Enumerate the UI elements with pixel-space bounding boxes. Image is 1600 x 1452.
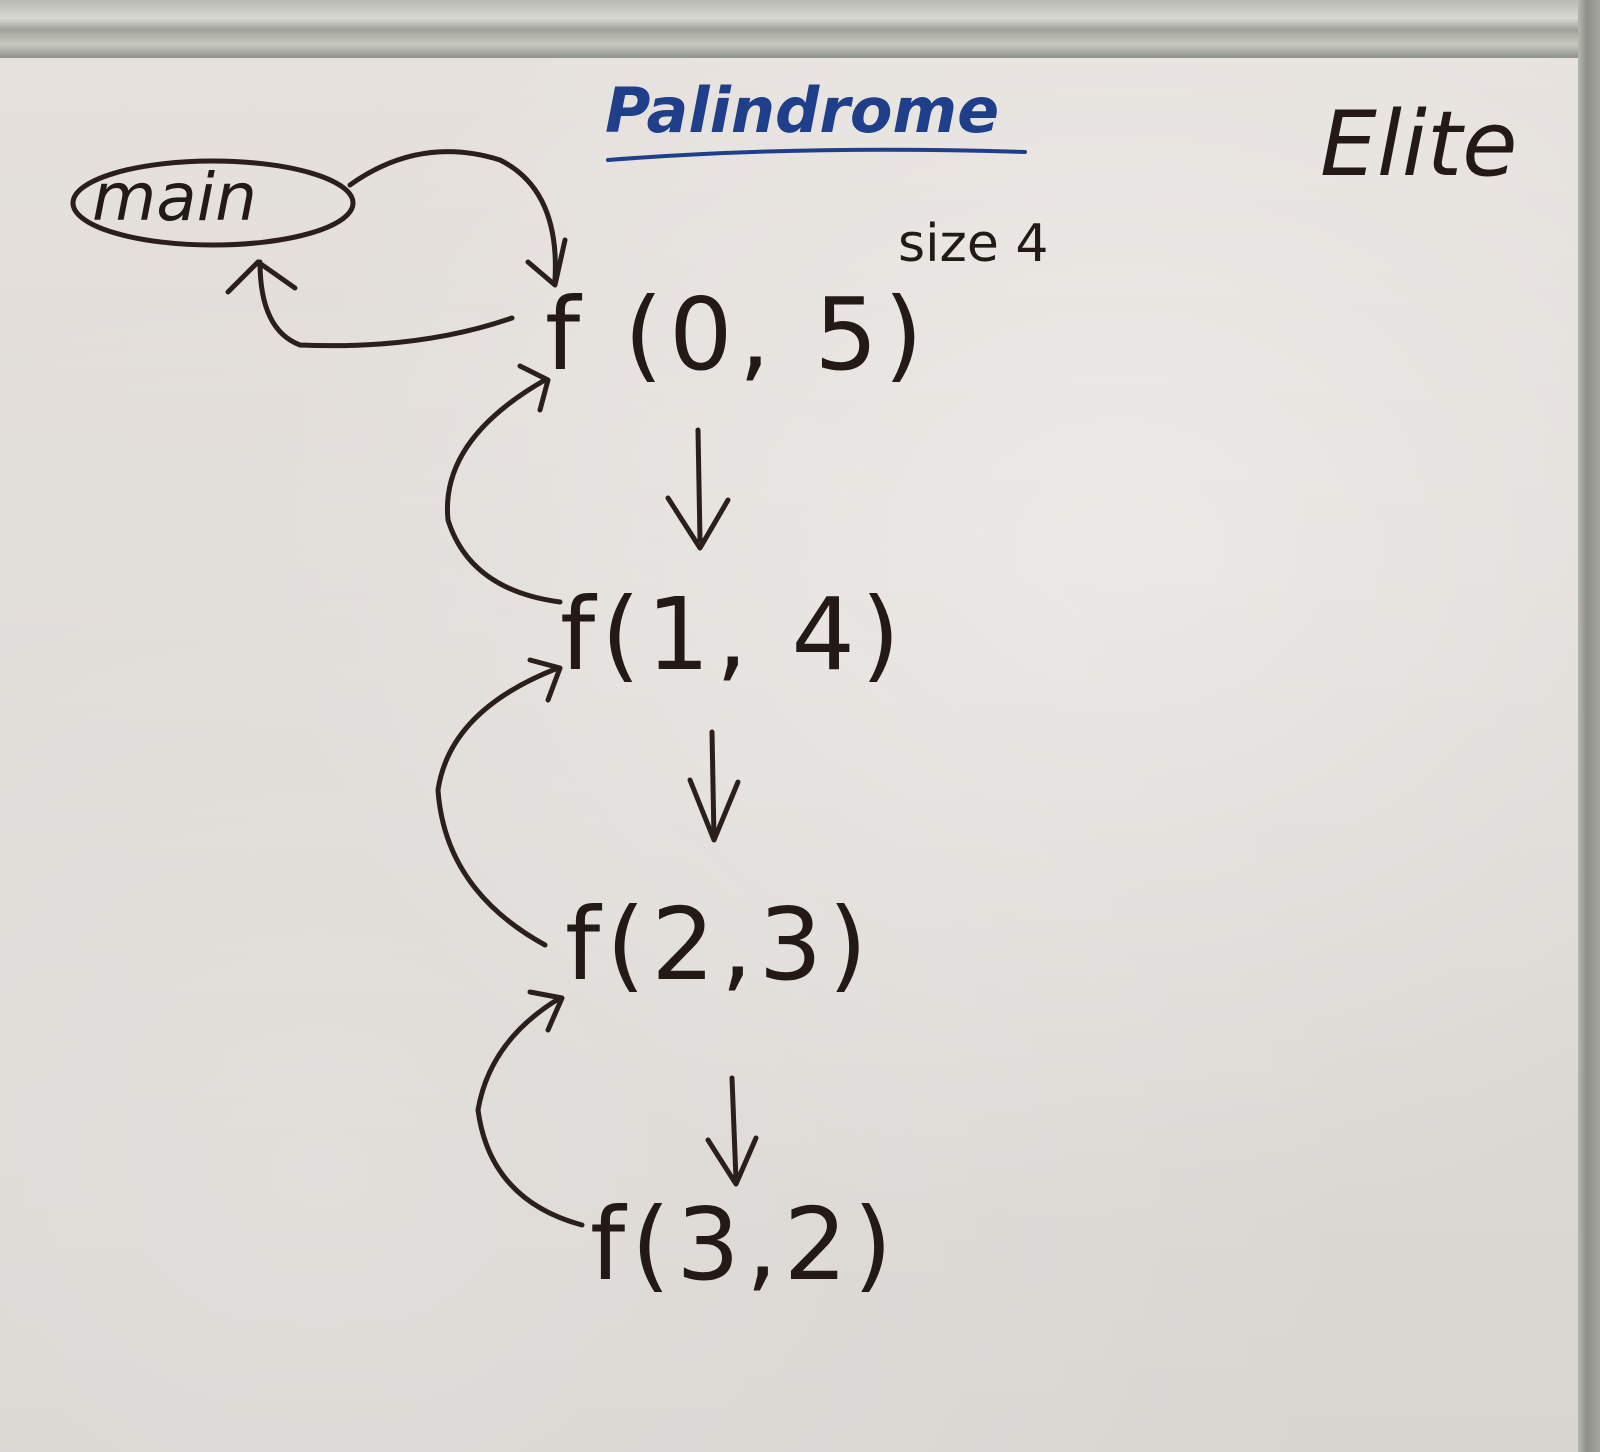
call-f-0-5: f (0, 5) bbox=[545, 276, 929, 393]
return-arrow-1-head bbox=[517, 363, 551, 413]
call-arrow-main bbox=[347, 149, 558, 283]
corner-label: Elite bbox=[1320, 92, 1518, 197]
down-arrow-1 bbox=[695, 427, 703, 543]
return-arrow-1 bbox=[444, 377, 563, 605]
return-arrow-2 bbox=[435, 665, 561, 948]
return-arrow-3 bbox=[475, 995, 585, 1228]
size-label: size 4 bbox=[898, 214, 1049, 274]
call-f-2-3: f(2,3) bbox=[565, 886, 874, 1003]
call-arrow-main-head bbox=[525, 237, 568, 288]
whiteboard-surface bbox=[0, 58, 1600, 1452]
return-arrow-main-head bbox=[225, 259, 298, 295]
down-arrow-3-head bbox=[705, 1135, 759, 1187]
return-arrow-3-head bbox=[527, 989, 565, 1033]
whiteboard-frame bbox=[1578, 0, 1600, 1452]
main-ellipse bbox=[70, 158, 356, 248]
main-label: main bbox=[92, 159, 257, 236]
board-title: Palindrome bbox=[605, 74, 1000, 147]
down-arrow-1-head bbox=[665, 495, 731, 551]
down-arrow-3 bbox=[729, 1075, 739, 1183]
call-f-3-2: f(3,2) bbox=[590, 1186, 899, 1303]
return-arrow-2-head bbox=[527, 657, 563, 703]
call-f-1-4: f(1, 4) bbox=[560, 576, 907, 693]
down-arrow-2-head bbox=[687, 777, 741, 843]
return-arrow-main bbox=[257, 259, 515, 349]
title-underline bbox=[606, 147, 1027, 162]
down-arrow-2 bbox=[709, 729, 717, 841]
